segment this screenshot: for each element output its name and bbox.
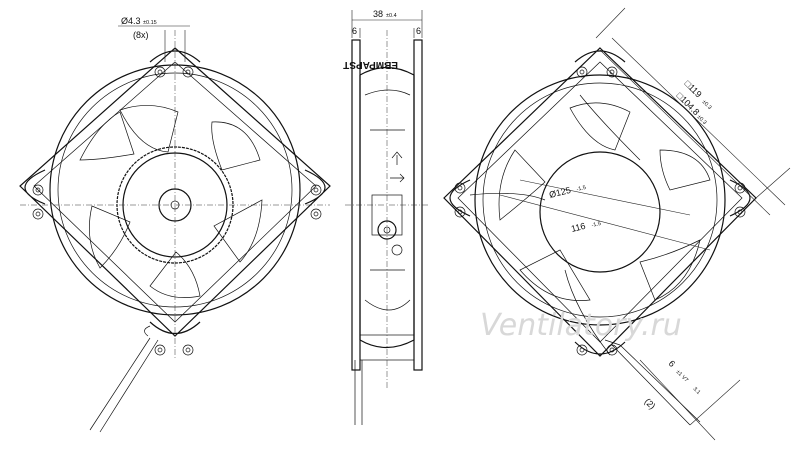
side-flange-left-label: 6 [352, 26, 357, 36]
front-lead-wires [89, 325, 159, 433]
hole-spacing-tolerance: ±0.3 [696, 114, 708, 126]
side-width-label: 38 [373, 9, 383, 19]
bore-diameter-label: Ø125 [548, 185, 572, 200]
lead-pitch-label: (2) [643, 396, 658, 411]
lead-offset-label: 6 [667, 358, 678, 369]
side-width-tolerance: ±0.4 [386, 13, 397, 19]
bore-diameter-tolerance: -1.5 [576, 185, 587, 193]
rear-motor [539, 151, 661, 273]
lead-offset-suffix: 3.1 [692, 386, 702, 396]
watermark-text: Ventilatory.ru [480, 308, 682, 343]
rear-venturi [474, 74, 726, 326]
airflow-arrow-icon [391, 151, 403, 165]
hole-diameter-tolerance: ±0.15 [143, 20, 157, 26]
rear-blades-struts [469, 94, 711, 356]
front-mounting-holes [32, 66, 322, 356]
rotation-arrow-icon [390, 173, 405, 183]
side-ground-symbol [391, 244, 403, 256]
side-brand-text: EBMPAPST [343, 59, 398, 70]
front-view: Ø4.3 ±0.15 (8x) [19, 16, 331, 433]
rear-view: □119 ±0.3 □104.8 ±0.3 Ø125 -1.5 116 -1.5… [443, 7, 791, 441]
front-impeller-blades [79, 105, 263, 298]
front-frame-inner [33, 61, 317, 323]
rear-venturi-inner [482, 82, 718, 318]
rear-frame-outline [443, 47, 757, 357]
lead-offset-tolerance: ±1 V7 [675, 369, 689, 383]
frame-size-tolerance: ±0.3 [701, 99, 713, 111]
rear-lead-wires [604, 339, 701, 426]
side-lead-exit [354, 360, 363, 425]
hole-count-label: (8x) [133, 30, 149, 40]
side-flange-right-label: 6 [416, 26, 421, 36]
rear-frame-inner [457, 61, 743, 343]
front-frame-outline [19, 47, 331, 337]
side-view: EBMPAPST 38 ±0.4 6 6 [343, 9, 430, 425]
diagonal-label: 116 [570, 221, 586, 234]
hole-diameter-label: Ø4.3 [121, 16, 141, 26]
diagonal-tolerance: -1.5 [591, 221, 602, 229]
side-blade-profile [364, 89, 411, 311]
side-housing [359, 66, 415, 349]
